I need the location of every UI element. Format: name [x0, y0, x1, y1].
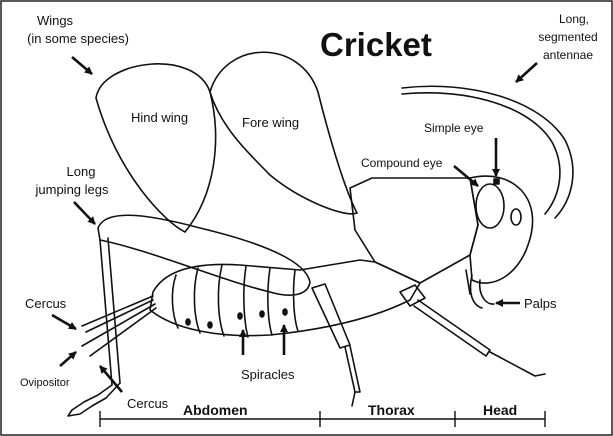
antennae-arrow: [516, 63, 537, 82]
spiracle-dot: [260, 311, 264, 317]
simple-eye-dot: [494, 179, 499, 184]
compound-eye-arrow: [454, 166, 478, 186]
segment-head-label: Head: [483, 402, 517, 418]
abdomen-segment-line: [218, 265, 224, 336]
abdomen-shape: [150, 260, 420, 336]
fore-wing-label: Fore wing: [242, 115, 299, 130]
jumping-legs-label-line1: Long: [67, 164, 96, 179]
palp-3: [466, 270, 470, 294]
antennae-label-line3: antennae: [543, 48, 593, 62]
ovipositor-line: [86, 300, 153, 332]
segment-abdomen-label: Abdomen: [183, 402, 248, 418]
spiracle-dot: [208, 322, 212, 328]
ovipositor-arrow: [60, 352, 76, 366]
hind-wing-label: Hind wing: [131, 110, 188, 125]
antenna-inner: [402, 93, 560, 214]
abdomen-segment-line: [244, 266, 248, 337]
spiracle-dot: [238, 313, 242, 319]
cercus-upper-label: Cercus: [25, 296, 67, 311]
wings-label-line1: Wings: [37, 13, 74, 28]
abdomen-segment-line: [172, 275, 178, 328]
cercus-lower-label: Cercus: [127, 396, 169, 411]
front-leg-femur: [414, 300, 490, 356]
middle-leg-tarsus: [352, 392, 355, 406]
thorax-shape: [350, 178, 478, 283]
abdomen-segment-line: [194, 268, 200, 333]
wings-arrow: [72, 57, 92, 74]
ovipositor-label: Ovipositor: [20, 377, 70, 389]
compound-eye-label: Compound eye: [361, 156, 443, 170]
simple-eye-label: Simple eye: [424, 121, 484, 135]
abdomen-segment-line: [268, 268, 272, 335]
antenna-outer: [402, 86, 573, 218]
segment-thorax-label: Thorax: [368, 402, 415, 418]
segment-scale-bar: [100, 411, 545, 427]
spiracle-dot: [186, 319, 190, 325]
cricket-illustration: [68, 52, 573, 416]
middle-leg-tibia: [345, 346, 360, 392]
hind-femur-shape: [98, 215, 310, 295]
cercus-upper-arrow: [52, 315, 76, 329]
abdomen-segment-line: [294, 270, 298, 331]
diagram-title: Cricket: [320, 26, 432, 63]
spiracles-label: Spiracles: [241, 367, 295, 382]
antennae-label-line2: segmented: [538, 30, 597, 44]
antennae-label-line1: Long,: [559, 12, 589, 26]
spiracle-dot: [283, 309, 287, 315]
palps-label: Palps: [524, 296, 557, 311]
jumping-legs-label-line2: jumping legs: [35, 182, 109, 197]
antenna-socket: [511, 209, 521, 225]
compound-eye-shape: [476, 184, 504, 228]
middle-leg-femur: [312, 284, 350, 348]
hind-tarsus: [68, 383, 120, 416]
fore-wing-shape: [210, 52, 357, 214]
hind-wing-shape: [96, 64, 216, 232]
wings-label-line2: (in some species): [27, 31, 129, 46]
front-leg-tarsus: [490, 352, 545, 376]
jumping-legs-arrow: [74, 202, 95, 224]
